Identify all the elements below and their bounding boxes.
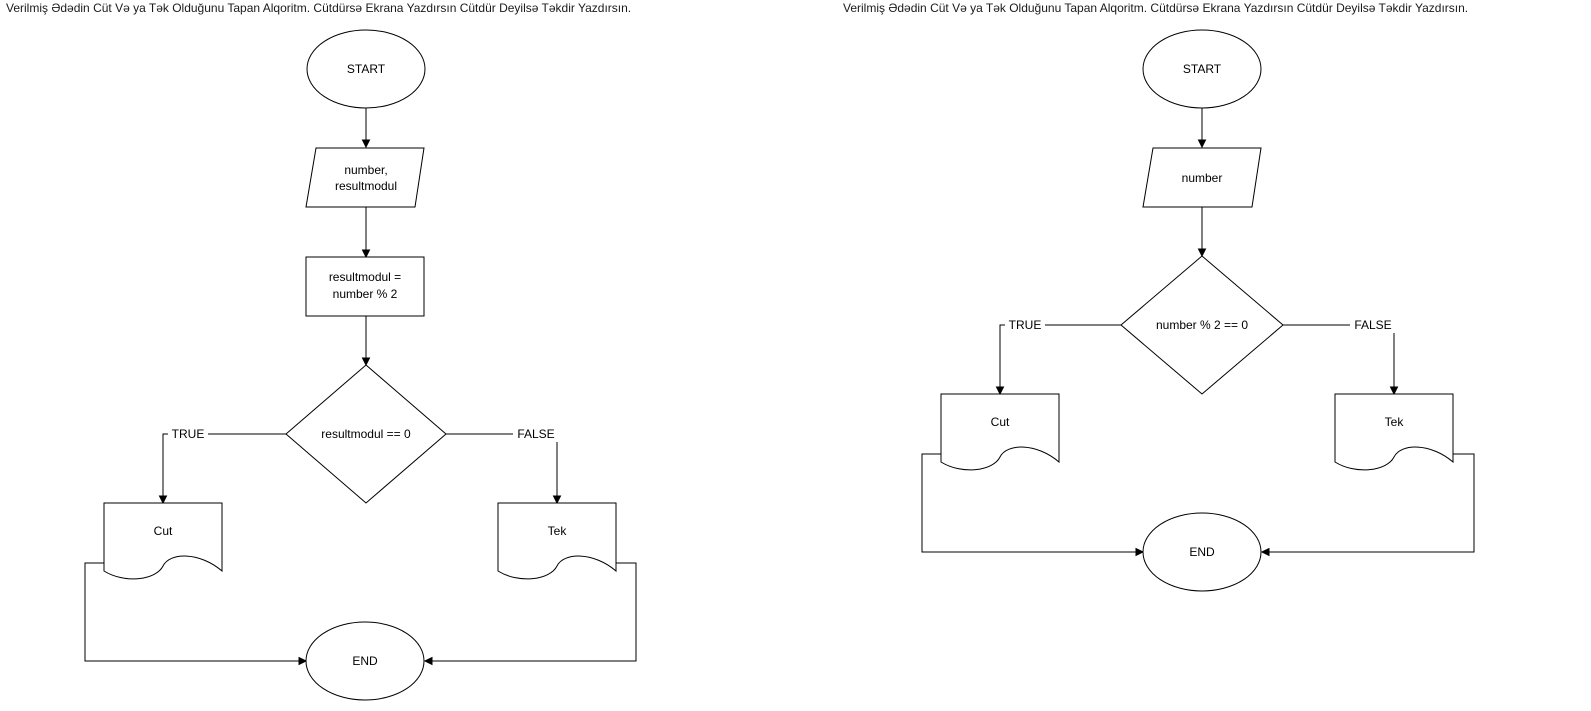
fc2-start-label: START [1183,62,1222,76]
fc1-arrowhead [361,357,371,367]
fc1-false-label: FALSE [517,427,554,441]
fc2-connector-true [999,324,1121,388]
fc1-connector-false [446,433,558,497]
fc1-connector-true [162,433,286,497]
fc2-arrowhead [1197,139,1207,149]
flowchart-2-title: Verilmiş Ədədin Cüt Və ya Tək Olduğunu T… [843,1,1469,15]
fc1-arrowhead [298,656,308,666]
fc1-process-node[interactable] [305,256,425,317]
fc2-end-label: END [1189,545,1215,559]
fc2-decision-label: number % 2 == 0 [1156,318,1248,332]
fc2-arrowhead [1260,547,1270,557]
fc2-connector-false [1283,324,1395,388]
fc1-arrowhead [361,139,371,149]
fc2-arrowhead [1135,547,1145,557]
fc2-output-cut-label: Cut [991,415,1010,429]
fc2-output-tek-label: Tek [1385,415,1405,429]
fc2-output-cut-node[interactable] [940,393,1060,471]
fc1-true-label: TRUE [172,427,205,441]
fc1-decision-node[interactable] [285,364,447,504]
fc1-connector-tek-end [431,562,637,662]
fc1-arrowhead [423,656,433,666]
fc2-output-tek-node[interactable] [1334,393,1454,471]
fc2-end-node[interactable] [1142,512,1262,592]
fc2-false-label: FALSE [1354,318,1391,332]
flowchart-1-title: Verilmiş Ədədin Cüt Və ya Tək Olduğunu T… [6,1,632,15]
fc1-input-label-line1: number, [344,163,387,177]
fc1-decision-label: resultmodul == 0 [321,427,411,441]
fc2-true-label: TRUE [1009,318,1042,332]
fc1-arrowhead [158,495,168,505]
fc1-start-label: START [347,62,386,76]
fc1-input-node[interactable] [305,147,425,208]
fc1-process-label-line2: number % 2 [333,287,398,301]
fc2-decision-node[interactable] [1120,255,1284,395]
fc2-input-node[interactable] [1142,147,1262,208]
flowchart-2: START number number % 2 == 0 TRUE FALSE [921,29,1475,592]
fc1-output-cut-label: Cut [154,524,173,538]
fc1-connector-cut-end [84,562,300,662]
fc1-output-tek-label: Tek [548,524,568,538]
fc2-arrowhead [1389,386,1399,396]
fc1-arrowhead [361,249,371,259]
fc2-connector-cut-end [921,453,1137,553]
fc2-arrowhead [1197,248,1207,258]
fc2-true-label-bg [1005,317,1045,333]
fc1-output-cut-node[interactable] [103,502,223,580]
flowchart-1: START number, resultmodul resultmodul = … [84,29,637,701]
fc1-false-label-bg [513,426,559,442]
fc2-connector-tek-end [1268,453,1475,553]
fc2-false-label-bg [1350,317,1396,333]
fc2-arrowhead [995,386,1005,396]
fc1-true-label-bg [168,426,208,442]
fc2-input-label: number [1182,171,1223,185]
fc1-end-label: END [352,654,378,668]
fc1-end-node[interactable] [305,621,425,701]
fc1-process-label-line1: resultmodul = [329,270,401,284]
fc1-arrowhead [552,495,562,505]
fc1-input-label-line2: resultmodul [335,179,397,193]
fc1-output-tek-node[interactable] [497,502,617,580]
